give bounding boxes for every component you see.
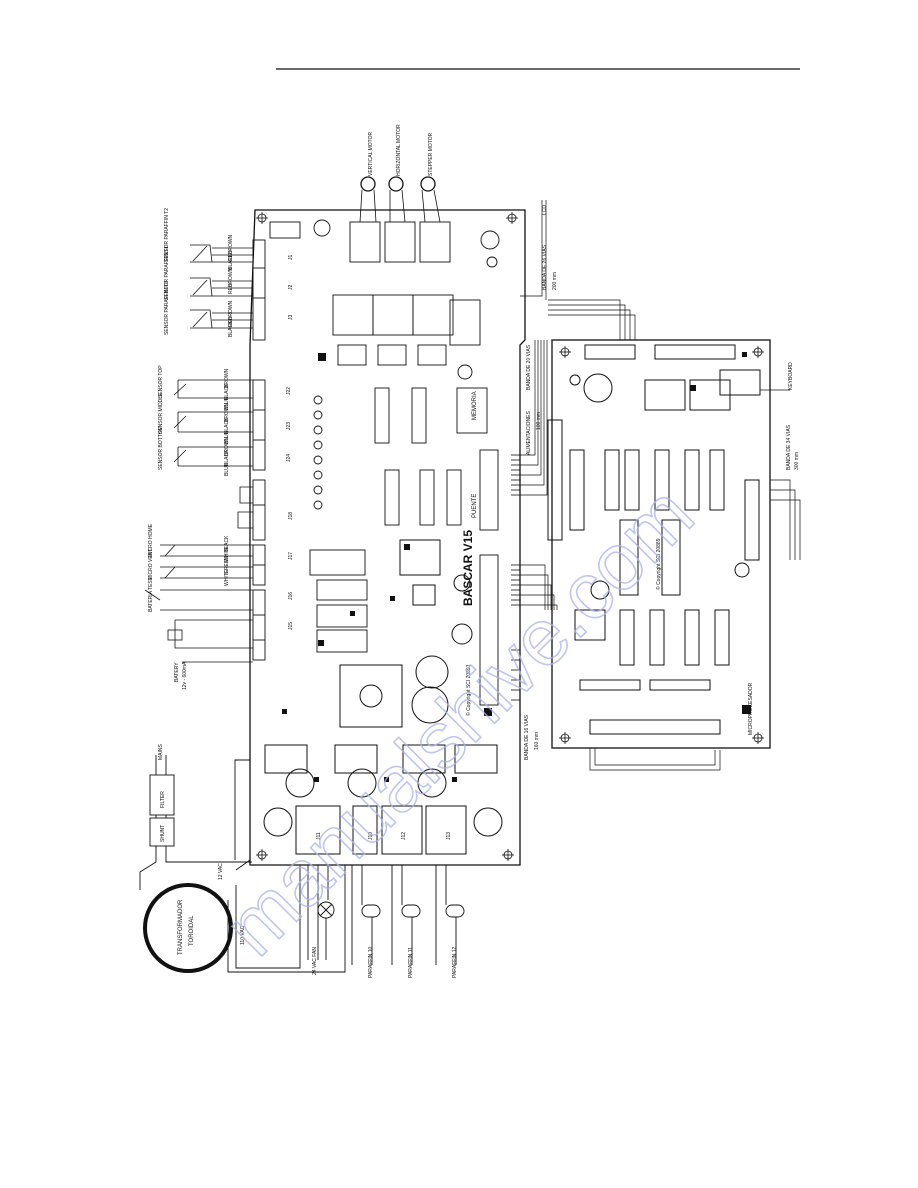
power-cable-label: ALIMENTACIONES [526,411,532,455]
wire-blue-5: BLUE [224,430,230,444]
wire-red-2: RED [228,283,234,294]
cpu-board-pads [690,352,751,714]
main-board-labels: BASCAR V15 © Copyright SCI 20891 PUENTE … [286,255,478,841]
connector-J2: J2 [288,285,294,291]
wire-brown-1: BROWN [228,234,234,254]
main-board [249,209,526,866]
wire-black-7: BLACK [224,535,230,552]
wire-brown-2: BROWN [228,267,234,287]
paraffin-12-label: PARAFFIN 12 [452,946,458,978]
connector-J18: J18 [288,512,294,520]
sensor-paraffin-t2-label: SENSOR PARAFFIN T2 [164,208,170,262]
wire-white-7: WHITE [224,545,230,562]
sensor-paraffin-t1-label: SENSOR PARAFFIN T1 [164,246,170,300]
ribbon-20-length: 100 mm [536,412,542,430]
connector-J1: J1 [288,255,294,261]
cpu-board-copyright: © Copyright SCI 20889 [655,538,662,590]
connector-J23: J23 [286,422,292,430]
main-board-copyright: © Copyright SCI 20891 [465,664,472,716]
mains-wiring [139,755,346,973]
ribbon-16-label: BANDA DE 16 VIAS [524,714,530,760]
micro-vent-label: MICRO VENT [148,549,154,580]
connector-J24: J24 [286,454,292,462]
sensor-bottom-label: SENSOR BOTTOM [158,426,164,470]
connector-J11: J11 [316,832,322,840]
bridge-label: PUENTE [472,494,478,518]
wire-blue-4: BLUE [224,396,230,410]
ribbon-34-length: 300 mm [794,452,800,470]
main-board-pads [282,353,492,782]
ribbon-cables [520,200,801,771]
paraffin-10-label: PARAFFIN 10 [368,946,374,978]
horizontal-motor [388,176,404,192]
wire-color-labels: BROWN RED BLACK BROWN RED BROWN RED BLAC… [224,234,234,586]
ribbon-34-label: BANDA DE 34 VIAS [786,424,792,470]
wire-red-1: RED [228,250,234,261]
vertical-motor-label: VERTICAL MOTOR [368,132,374,176]
shunt-label: SHUNT [160,825,166,842]
heater-12-icon [445,904,465,918]
stepper-motor [420,176,436,192]
wire-brown-4: BROWN [224,368,230,388]
wire-black-1: BLACK [228,253,234,270]
battery-label: BATERY [174,662,180,682]
sensor-top-label: SENSOR TOP [158,365,164,398]
connector-J16: J16 [288,592,294,600]
power-board-label: MEMORIA [472,391,478,420]
transformer-12vac: 12 VAC [218,863,224,880]
connector-J3: J3 [288,315,294,321]
connector-J10: J10 [368,832,374,840]
ribbon-26-length: 200 mm [552,272,558,290]
wire-black-3: BLACK [228,320,234,337]
wire-brown-3: BROWN [228,300,234,320]
motors [359,176,441,223]
sensor-wiring [144,244,253,663]
keyboard-label: KEYBOARD [788,362,794,390]
connector-J22: J22 [286,387,292,395]
fan-label: 24 VAC FAN [312,947,318,975]
sensor-paraffin-t0-label: SENSOR PARAFFIN T0 [164,281,170,335]
ribbon-26-label: BANDA DE 26 VIAS [542,244,548,290]
cpu-board-name: MICROPROCESADOR [748,682,754,735]
paraffin-11-label: PARAFFIN 11 [408,947,414,978]
wire-red-3: RED [228,316,234,327]
micro-home-label: MICRO HOME [148,523,154,557]
transformer-label-2: TOROIDAL [189,915,195,946]
heater-10-icon [361,904,381,918]
bottom-loads [307,865,465,965]
toroidal-transformer [143,883,233,973]
heater-11-icon [401,904,421,918]
wire-black-4: BLACK [224,383,230,400]
sensor-middle-label: SENSOR MIDDLE [158,392,164,434]
wire-blue-6: BLUE [224,462,230,476]
battery-test-label: BATERIA TEST [148,577,154,612]
connector-J15: J15 [288,622,294,630]
wire-white-8: WHITE [224,569,230,586]
wire-black-5: BLACK [224,417,230,434]
cpu-board [547,339,771,749]
main-board-name: BASCAR V15 [461,530,475,606]
battery-rating: 12v - 600mA [182,661,188,690]
transformer-label-1: TRANSFORMADOR [178,899,184,955]
ribbon-20-label: BANDA DE 20 VIAS [526,344,532,390]
lcd-label: LCD [542,205,548,215]
filter-label: FILTER [160,791,166,808]
connector-J17: J17 [288,552,294,560]
wire-green-7: GREEN [224,556,230,574]
filter-box [149,774,175,816]
shunt-box [149,817,175,847]
wire-brown-5: BROWN [224,402,230,422]
ribbon-fingers [511,454,520,701]
vertical-motor [360,176,376,192]
horizontal-motor-label: HORIZONTAL MOTOR [396,124,402,176]
mains-label: MAINS [158,744,164,761]
ribbon-16-length: 160 mm [534,732,540,750]
connector-J12: J12 [401,832,407,840]
wire-black-6: BLACK [224,449,230,466]
wire-brown-6: BROWN [224,436,230,456]
stepper-motor-label: STEPPER MOTOR [428,132,434,176]
connector-J13: J13 [446,832,452,840]
transformer-110vac: 110 VAC [240,925,246,945]
